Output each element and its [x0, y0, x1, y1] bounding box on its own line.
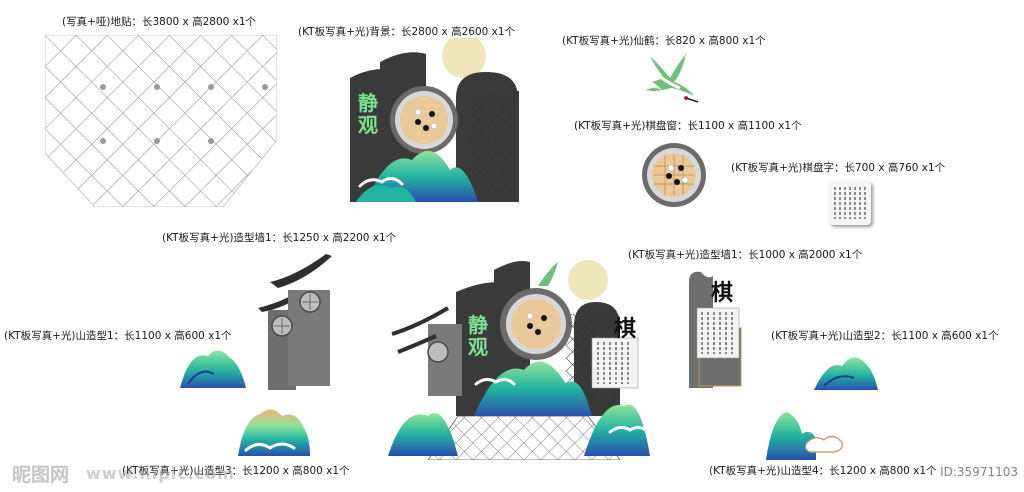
title-text-scene: 静观: [468, 313, 488, 359]
chess-window: [642, 143, 706, 207]
title-text-top: 静观: [358, 91, 378, 137]
mountain-1: [180, 350, 246, 388]
background-board: 静观: [350, 38, 519, 202]
floor-label: (写真+哑)地贴：长3800 x 高2800 x1个: [62, 16, 257, 28]
chess-window-label: (KT板写真+光)棋盘窗：长1100 x 高1100 x1个: [574, 120, 802, 132]
qi-char-scene: 棋: [614, 316, 636, 342]
mountain2-label: (KT板写真+光)山造型2：长1100 x 高600 x1个: [771, 330, 999, 342]
wall-left-label: (KT板写真+光)造型墙1：长1250 x 高2200 x1个: [162, 232, 397, 244]
floor-sticker: [45, 35, 277, 207]
mountain-3: [238, 409, 310, 456]
watermark-id: ID:35971103: [940, 465, 1018, 479]
assembled-scene: 棋 静观: [388, 260, 650, 460]
wall-right: 棋: [689, 271, 742, 388]
mountain1-label: (KT板写真+光)山造型1：长1100 x 高600 x1个: [4, 330, 232, 342]
chess-text-label: (KT板写真+光)棋盘字：长700 x 高760 x1个: [731, 162, 946, 174]
mountain4-label: (KT板写真+光)山造型4：长1200 x 高800 x1个: [709, 465, 937, 477]
crane-label: (KT板写真+光)仙鹤：长820 x 高800 x1个: [562, 35, 766, 47]
wall-right-label: (KT板写真+光)造型墙1：长1000 x 高2000 x1个: [628, 249, 863, 261]
mountain-4: [766, 412, 843, 460]
mountain3-label: (KT板写真+光)山造型3：长1200 x 高800 x1个: [122, 465, 350, 477]
qi-char-wall: 棋: [711, 280, 733, 306]
poem-columns: [834, 187, 866, 219]
crane-figure: [646, 54, 699, 103]
watermark-site: 昵图网: [12, 464, 70, 486]
mountain-2: [814, 357, 878, 390]
background-label: (KT板写真+光)背景：长2800 x 高2600 x1个: [298, 26, 516, 38]
chess-text-panel: [829, 181, 871, 225]
wall-left: [258, 254, 332, 390]
